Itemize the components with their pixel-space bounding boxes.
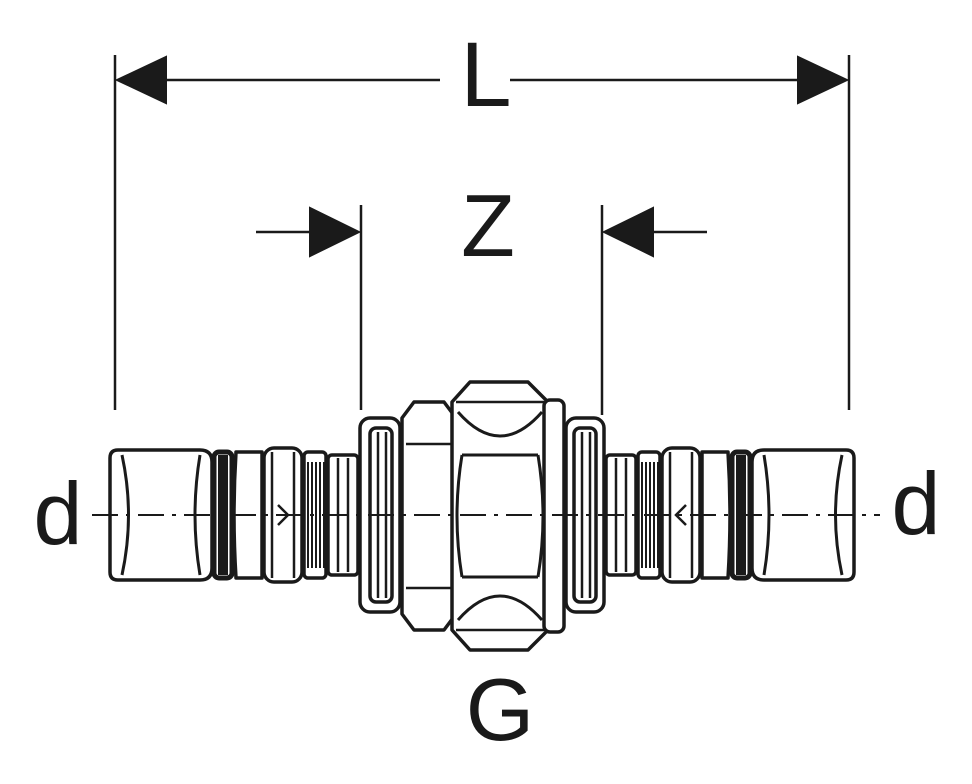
label-z: Z xyxy=(461,176,515,275)
fitting-body xyxy=(92,380,880,652)
label-l: L xyxy=(460,24,511,126)
dimension-z: Z xyxy=(256,176,707,415)
arrowhead-z-left-icon xyxy=(309,206,362,258)
label-g: G xyxy=(466,660,534,759)
label-d-right: d xyxy=(892,454,941,553)
dimension-l: L xyxy=(113,24,851,410)
arrowhead-left-icon xyxy=(114,55,167,105)
label-d-left: d xyxy=(34,464,83,563)
arrowhead-right-icon xyxy=(797,55,850,105)
hex-union-nut xyxy=(450,380,550,652)
arrowhead-z-right-icon xyxy=(601,206,654,258)
